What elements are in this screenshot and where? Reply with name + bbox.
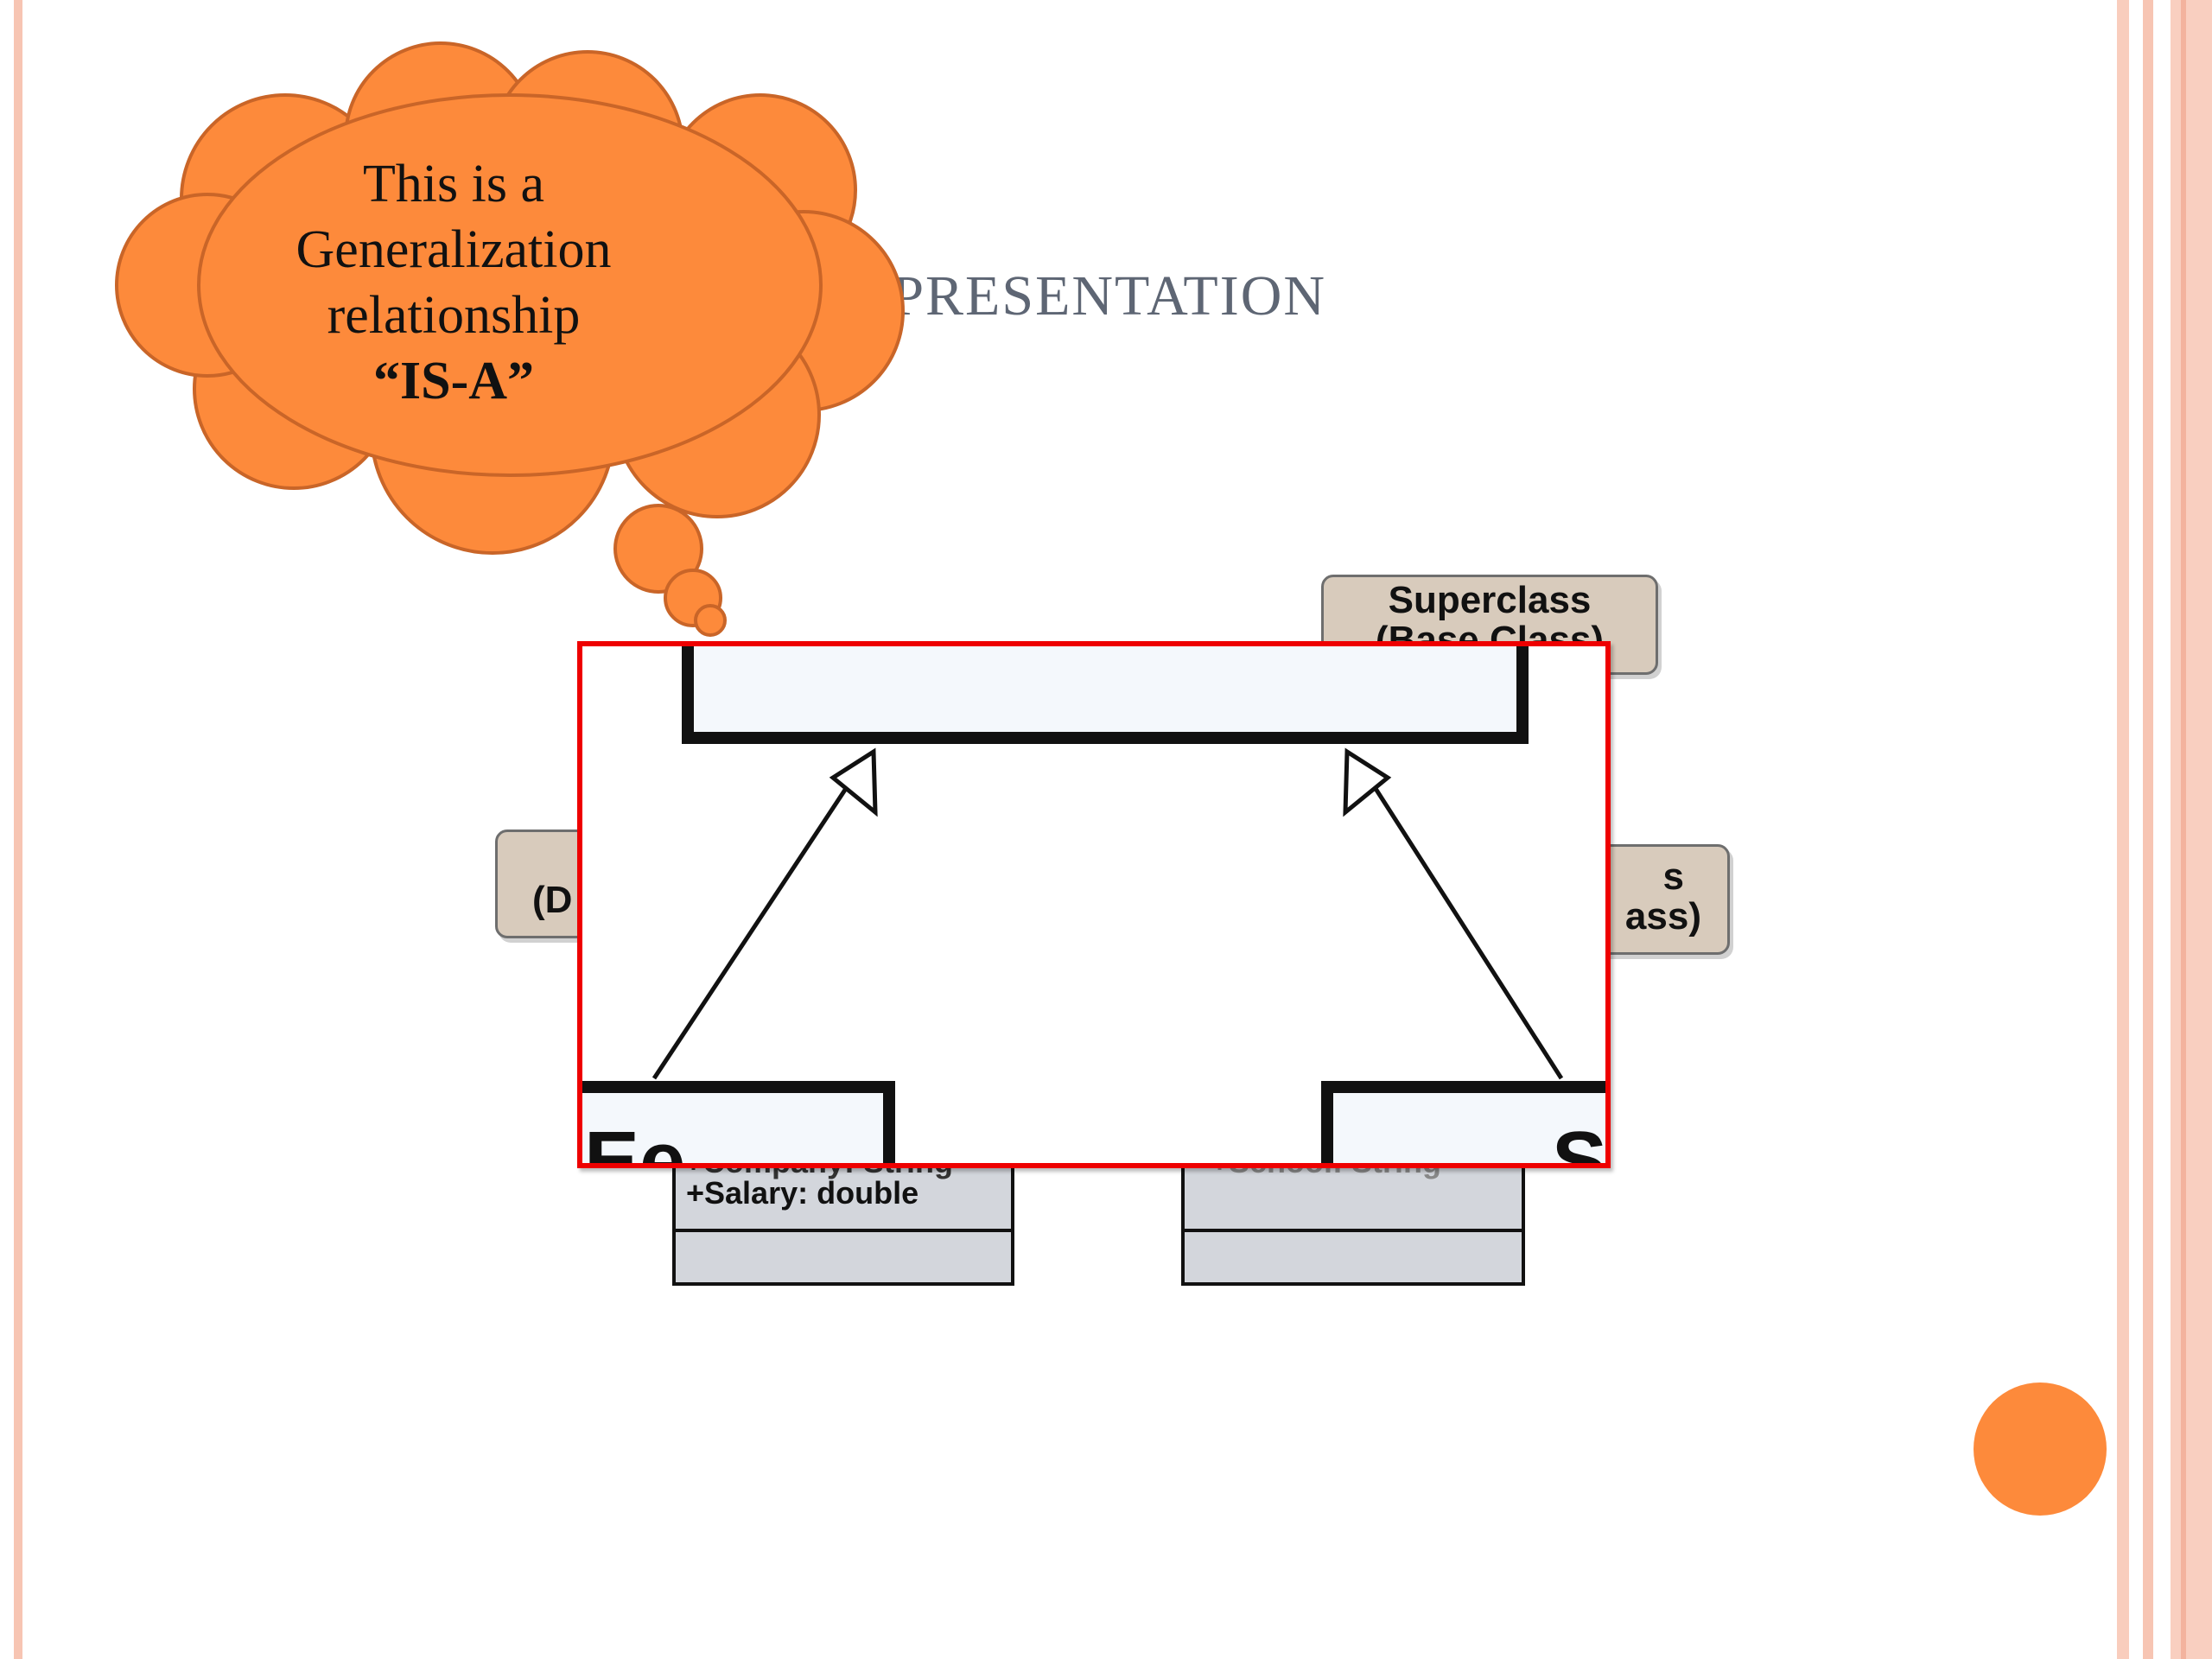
generalization-line-left (652, 783, 851, 1080)
student-class-divider (1185, 1229, 1522, 1232)
subclass-label-right-line2: ass) (1624, 895, 1701, 938)
thought-bubble-text: This is a Generalization relationship “I… (199, 151, 709, 414)
decorative-orange-dot (1974, 1382, 2107, 1516)
zoom-inset: Ee S (577, 641, 1611, 1168)
slide-title: EPRESENTATION (855, 264, 1327, 327)
thought-cloud-fill (203, 99, 817, 471)
zoom-inset-diagram (582, 646, 1605, 1163)
subclass-box-left-top (582, 1081, 895, 1163)
subclass-left-name-fragment: Ee (584, 1115, 686, 1168)
thought-line-4: “IS-A” (372, 352, 535, 410)
thought-bubble-dot-large (613, 504, 703, 594)
thought-line-3: relationship (327, 286, 581, 345)
employee-salary-attr: +Salary: double (686, 1175, 919, 1211)
thought-bubble-dot-small (694, 604, 727, 637)
subclass-label-left-text: (D (532, 879, 573, 921)
generalization-arrowhead-left (829, 747, 878, 817)
generalization-arrowhead-right (1343, 747, 1392, 817)
subclass-label-right-line1: s (1662, 855, 1684, 898)
superclass-box (682, 646, 1529, 744)
right-border-stripe-2 (2143, 0, 2153, 1659)
generalization-line-right (1370, 783, 1564, 1080)
superclass-label-line1: Superclass (1388, 579, 1592, 621)
employee-class-divider (676, 1229, 1011, 1232)
left-border-stripe (14, 0, 22, 1659)
thought-line-2: Generalization (296, 220, 612, 279)
right-border-stripe-3 (2171, 0, 2212, 1659)
thought-bubble (115, 41, 905, 637)
subclass-box-right-top (1321, 1081, 1605, 1163)
subclass-right-name-fragment: S (1552, 1115, 1608, 1168)
right-border-stripe-4 (2181, 0, 2186, 1659)
right-border-stripe-1 (2117, 0, 2129, 1659)
thought-line-1: This is a (362, 155, 545, 213)
